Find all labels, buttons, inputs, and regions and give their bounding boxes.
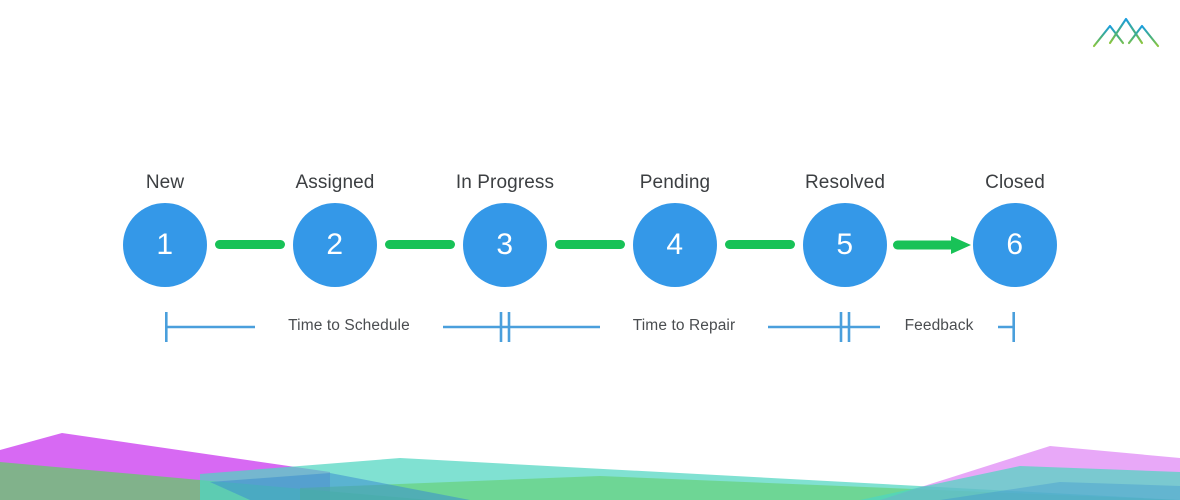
flow-node-1-number: 1 <box>156 228 174 261</box>
node-label-2: Assigned <box>295 172 375 193</box>
flow-node-4[interactable]: 4 <box>633 203 717 287</box>
measure-label-time-to-repair: Time to Repair <box>600 317 768 335</box>
flow-node-3[interactable]: 3 <box>463 203 547 287</box>
measure-label-time-to-schedule: Time to Schedule <box>255 317 443 335</box>
node-label-5: Resolved <box>804 172 885 193</box>
node-label-4: Pending <box>639 172 711 193</box>
connector-1-to-2 <box>215 240 285 249</box>
flow-node-4-number: 4 <box>666 228 684 261</box>
node-label-6: Closed <box>985 172 1045 193</box>
mountain-peaks-logo <box>1090 10 1162 52</box>
flow-node-5-number: 5 <box>836 228 854 261</box>
node-label-1: New <box>145 172 185 193</box>
node-label-3: In Progress <box>455 172 555 193</box>
flow-node-6[interactable]: 6 <box>973 203 1057 287</box>
flow-node-3-number: 3 <box>496 228 514 261</box>
flow-node-2-number: 2 <box>326 228 344 261</box>
connector-5-to-6-arrow <box>893 234 973 256</box>
flow-node-6-number: 6 <box>1006 228 1024 261</box>
bracket-lines <box>165 312 1016 342</box>
connector-2-to-3 <box>385 240 455 249</box>
connector-3-to-4 <box>555 240 625 249</box>
measure-label-feedback: Feedback <box>880 317 998 335</box>
flow-node-2[interactable]: 2 <box>293 203 377 287</box>
flow-node-1[interactable]: 1 <box>123 203 207 287</box>
flow-node-5[interactable]: 5 <box>803 203 887 287</box>
connector-4-to-5 <box>725 240 795 249</box>
measurement-bracket-group: Time to Schedule Time to Repair Feedback <box>0 300 1180 355</box>
